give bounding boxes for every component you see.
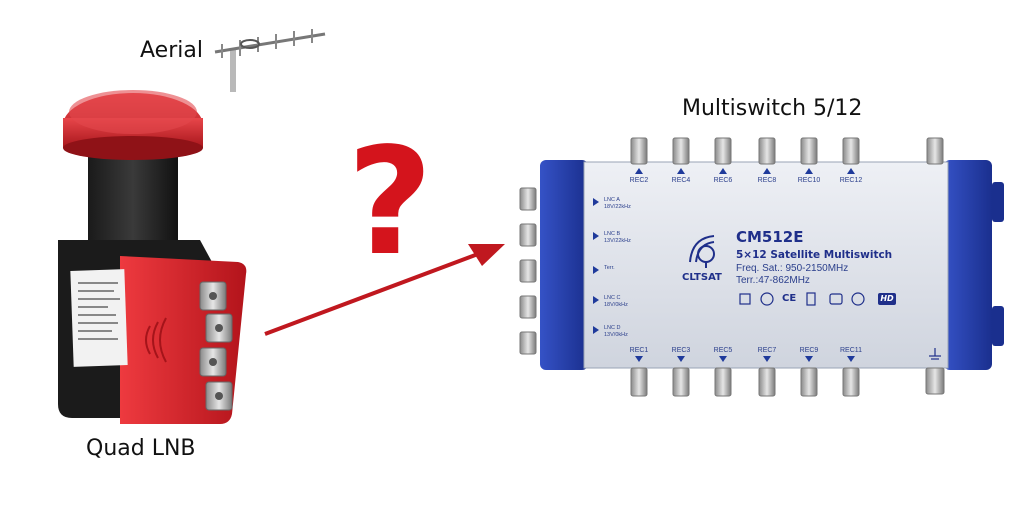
multiswitch-device — [519, 137, 1004, 397]
port-arrow-up-icon — [677, 168, 685, 174]
brand-logo-text: CLTSAT — [682, 272, 722, 283]
ground-icon — [929, 348, 941, 360]
port-arrow-down-icon — [719, 356, 727, 362]
multiswitch-model: CM512E — [736, 228, 804, 246]
certification-icons — [739, 292, 865, 306]
port-arrow-down-icon — [847, 356, 855, 362]
lnb-input-name: LNC C — [604, 295, 621, 301]
top-port-label: REC2 — [629, 177, 649, 184]
lnb-input-name: LNC D — [604, 325, 621, 331]
bottom-port-label: REC11 — [839, 347, 863, 354]
sat-frequency: Freq. Sat.: 950-2150MHz — [736, 263, 849, 274]
bottom-port-label: REC3 — [671, 347, 691, 354]
port-arrow-down-icon — [677, 356, 685, 362]
bottom-port-label: REC7 — [757, 347, 777, 354]
input-arrow-icon — [593, 266, 599, 274]
aerial-label: Aerial — [140, 38, 203, 63]
multiswitch-subtitle: 5×12 Satellite Multiswitch — [736, 249, 893, 261]
port-arrow-down-icon — [763, 356, 771, 362]
bottom-port-label: REC1 — [629, 347, 649, 354]
top-port-label: REC10 — [797, 177, 821, 184]
port-arrow-up-icon — [805, 168, 813, 174]
input-arrow-icon — [593, 296, 599, 304]
port-arrow-up-icon — [847, 168, 855, 174]
bottom-port-label: REC9 — [799, 347, 819, 354]
aerial-antenna-icon — [214, 29, 326, 92]
port-arrow-up-icon — [763, 168, 771, 174]
ce-mark: CE — [782, 293, 797, 304]
port-arrow-down-icon — [805, 356, 813, 362]
lnb-input-spec: 18V/0kHz — [604, 302, 628, 308]
top-port-label: REC4 — [671, 177, 691, 184]
satellite-dish-logo-icon — [689, 235, 715, 268]
port-arrow-up-icon — [635, 168, 643, 174]
lnb-input-spec: 13V/22kHz — [604, 238, 631, 244]
lnb-input-spec: 13V/0kHz — [604, 332, 628, 338]
lnb-input-spec: 18V/22kHz — [604, 204, 631, 210]
question-mark: ? — [347, 116, 433, 288]
input-arrow-icon — [593, 326, 599, 334]
lnb-input-name: LNC A — [604, 197, 620, 203]
terr-frequency: Terr.:47-862MHz — [736, 275, 810, 286]
port-arrow-down-icon — [635, 356, 643, 362]
connection-arrow — [264, 244, 505, 336]
bottom-port-label: REC5 — [713, 347, 733, 354]
lnb-input-name: LNC B — [604, 231, 621, 237]
input-arrow-icon — [593, 198, 599, 206]
lnb-input-name: Terr. — [604, 265, 615, 271]
top-port-label: REC12 — [839, 177, 863, 184]
quad-lnb-label: Quad LNB — [86, 436, 196, 461]
hd-badge: HD — [878, 293, 896, 305]
quad-lnb-device — [58, 90, 247, 424]
multiswitch-title: Multiswitch 5/12 — [682, 96, 863, 121]
top-port-label: REC6 — [713, 177, 733, 184]
input-arrow-icon — [593, 232, 599, 240]
top-port-label: REC8 — [757, 177, 777, 184]
port-arrow-up-icon — [719, 168, 727, 174]
